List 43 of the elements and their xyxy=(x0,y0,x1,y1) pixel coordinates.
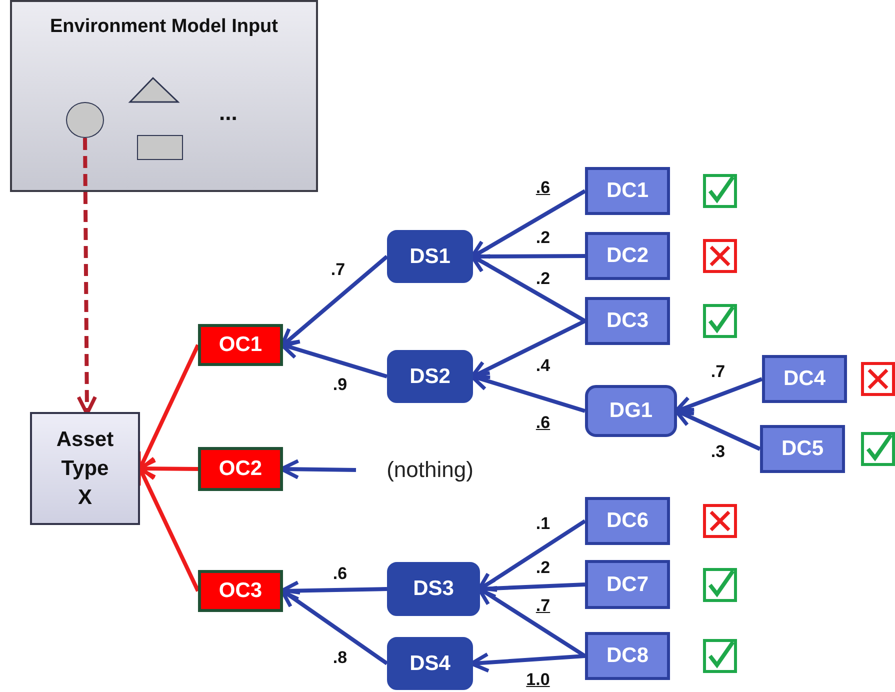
node-label: DC3 xyxy=(606,309,648,333)
node-label: DC2 xyxy=(606,244,648,268)
state-box xyxy=(387,562,480,616)
edge-label: .6 xyxy=(534,414,552,432)
condition-box xyxy=(585,560,670,609)
outcome-box xyxy=(198,570,283,612)
condition-box xyxy=(762,355,847,403)
edge-label: .7 xyxy=(534,597,552,615)
node-label: OC3 xyxy=(218,579,262,603)
note-text: (nothing) xyxy=(366,450,494,490)
node-label: DS4 xyxy=(410,652,450,676)
node-label: DS2 xyxy=(410,364,450,388)
condition-box xyxy=(585,497,670,545)
node-label: DC4 xyxy=(783,367,826,391)
condition-box xyxy=(585,297,670,345)
condition-box xyxy=(760,425,845,473)
node-label: DC6 xyxy=(606,509,648,533)
edge-label: 1.0 xyxy=(524,671,552,689)
node-label: DG1 xyxy=(609,399,653,423)
asset-box xyxy=(30,412,140,525)
node-label: DS3 xyxy=(413,577,454,601)
condition-box xyxy=(585,232,670,280)
edge-label: .6 xyxy=(534,179,552,197)
node-label: DC7 xyxy=(606,572,648,596)
state-box xyxy=(387,230,473,283)
circle-shape xyxy=(66,102,104,138)
node-label: OC2 xyxy=(218,457,262,481)
node-label: DC1 xyxy=(606,179,648,203)
node-label: DC5 xyxy=(781,437,824,461)
condition-box xyxy=(585,632,670,680)
outcome-box xyxy=(198,447,283,491)
state-box xyxy=(387,637,473,690)
node-label: Asset Type X xyxy=(55,427,115,511)
group-box xyxy=(585,385,677,437)
outcome-box xyxy=(198,324,283,366)
node-label: DC8 xyxy=(606,644,648,668)
node-label: DS1 xyxy=(410,244,450,268)
condition-box xyxy=(585,167,670,215)
state-box xyxy=(387,350,473,403)
node-label: Environment Model Input xyxy=(50,16,278,38)
ellipsis-text: ... xyxy=(219,102,238,124)
node-label: OC1 xyxy=(218,333,262,357)
input-panel xyxy=(10,0,318,192)
